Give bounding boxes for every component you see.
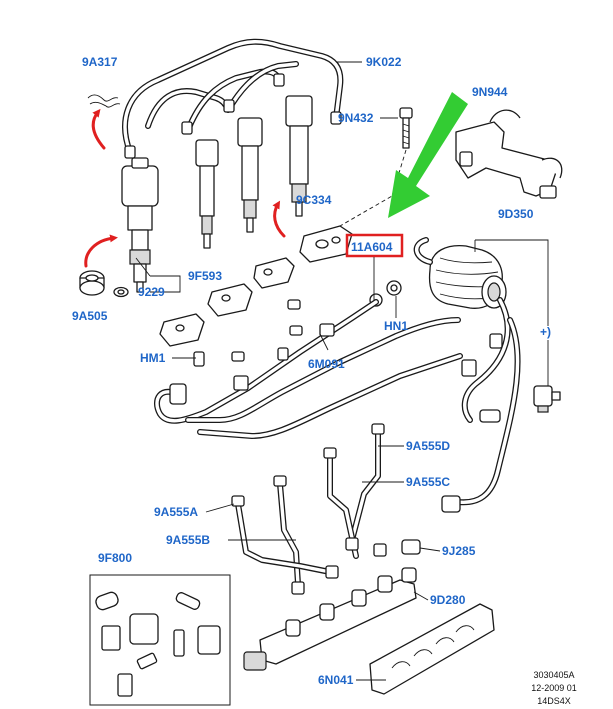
pointer-arrow — [388, 92, 468, 218]
callout-9229: 9229 — [138, 285, 165, 299]
injector-clamps — [159, 257, 295, 347]
callout-9A555C: 9A555C — [406, 475, 450, 489]
callout-plus: +) — [540, 325, 551, 339]
fuel-lines-6M091 — [154, 299, 463, 439]
reference-date: 12-2009 01 — [531, 683, 577, 693]
callout-9A555D: 9A555D — [406, 439, 450, 453]
callout-9N432: 9N432 — [338, 111, 374, 125]
callout-HM1: HM1 — [140, 351, 166, 365]
fuel-filter-hand-primer — [413, 237, 521, 513]
highlight-box-11A604 — [345, 233, 404, 258]
injector-seal-9A505 — [79, 270, 105, 296]
callout-9F800: 9F800 — [98, 551, 132, 565]
bolt-9N432 — [399, 107, 413, 149]
callout-11A604: 11A604 — [351, 240, 393, 254]
callout-6M091: 6M091 — [308, 357, 345, 371]
high-pressure-lines-9A555 — [231, 423, 421, 595]
callout-6N041: 6N041 — [318, 673, 354, 687]
rail-cover-6N041 — [369, 603, 495, 695]
callout-9K022: 9K022 — [366, 55, 402, 69]
callout-9A317: 9A317 — [82, 55, 118, 69]
leak-off-return-pipe — [122, 38, 344, 159]
callout-9A555A: 9A555A — [154, 505, 198, 519]
bracket-9N944 — [455, 109, 563, 199]
callout-9D280: 9D280 — [430, 593, 466, 607]
callout-9N944: 9N944 — [472, 85, 508, 99]
bolt-alignment-line — [339, 149, 407, 227]
injector-clamp-9C334 — [299, 225, 353, 263]
callout-9J285: 9J285 — [442, 544, 476, 558]
callout-HN1: HN1 — [384, 319, 408, 333]
callout-9D350: 9D350 — [498, 207, 534, 221]
reference-model: 14DS4X — [537, 696, 571, 706]
clip-9A317 — [87, 94, 121, 108]
callout-9A555B: 9A555B — [166, 533, 210, 547]
fuel-rail-9D280 — [243, 567, 417, 671]
callout-leaders — [135, 61, 549, 681]
reference-code: 3030405A — [533, 670, 574, 680]
callout-9C334: 9C334 — [296, 193, 332, 207]
callout-9A505: 9A505 — [72, 309, 108, 323]
fuel-temperature-sensor — [533, 385, 561, 413]
callout-9F593: 9F593 — [188, 269, 222, 283]
assembly-motion-arrows — [84, 108, 286, 268]
fuel-injectors — [121, 95, 313, 293]
repair-kit-parts — [95, 591, 221, 697]
nuts — [193, 299, 303, 367]
washer-9229 — [113, 286, 129, 298]
